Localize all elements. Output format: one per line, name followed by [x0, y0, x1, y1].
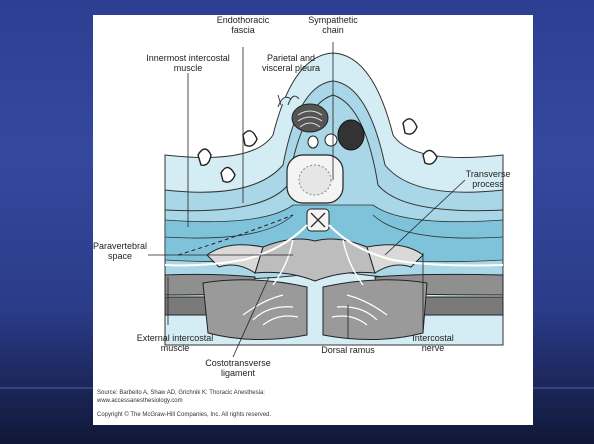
- label-line: Sympathetic: [298, 15, 368, 25]
- label-line: nerve: [403, 343, 463, 353]
- aorta-shape: [292, 104, 328, 132]
- label-innermost-intercostal: Innermost intercostal muscle: [138, 53, 238, 73]
- right-erector-mass: [323, 280, 427, 340]
- small-vessel: [308, 136, 318, 148]
- left-blob-3: [243, 131, 257, 146]
- label-intercostal-nerve: Intercostal nerve: [403, 333, 463, 353]
- label-line: Dorsal ramus: [318, 345, 378, 355]
- label-external-intercostal: External intercostal muscle: [125, 333, 225, 353]
- label-line: space: [89, 251, 151, 261]
- left-erector-mass: [203, 280, 307, 340]
- label-line: Intercostal: [403, 333, 463, 343]
- label-sympathetic-chain: Sympathetic chain: [298, 15, 368, 35]
- label-line: muscle: [138, 63, 238, 73]
- label-line: Endothoracic: [208, 15, 278, 25]
- azygos-shape: [338, 120, 364, 150]
- label-line: Parietal and: [251, 53, 331, 63]
- source-line-2: www.accessanesthesiology.com: [97, 398, 183, 405]
- label-line: Costotransverse: [198, 358, 278, 368]
- label-line: Innermost intercostal: [138, 53, 238, 63]
- label-parietal-visceral-pleura: Parietal and visceral pleura: [251, 53, 331, 73]
- label-endothoracic-fascia: Endothoracic fascia: [208, 15, 278, 35]
- label-line: visceral pleura: [251, 63, 331, 73]
- label-line: fascia: [208, 25, 278, 35]
- paravertebral-diagram: [93, 15, 533, 425]
- label-costotransverse-ligament: Costotransverse ligament: [198, 358, 278, 378]
- copyright-line: Copyright © The McGraw-Hill Companies, I…: [97, 412, 271, 419]
- label-line: chain: [298, 25, 368, 35]
- label-line: process: [453, 179, 523, 189]
- source-line-1: Source: Barbeito A, Shaw AD, Grichnik K:…: [97, 390, 265, 397]
- label-line: muscle: [125, 343, 225, 353]
- label-line: External intercostal: [125, 333, 225, 343]
- label-dorsal-ramus: Dorsal ramus: [318, 345, 378, 355]
- label-line: Paravertebral: [89, 241, 151, 251]
- label-line: ligament: [198, 368, 278, 378]
- right-blob-1: [403, 119, 417, 134]
- label-transverse-process: Transverse process: [453, 169, 523, 189]
- label-line: Transverse: [453, 169, 523, 179]
- esophagus-shape: [325, 134, 337, 146]
- label-paravertebral-space: Paravertebral space: [89, 241, 151, 261]
- vertebral-cancellous: [299, 165, 331, 195]
- diagram-card: Endothoracic fascia Sympathetic chain In…: [93, 15, 533, 425]
